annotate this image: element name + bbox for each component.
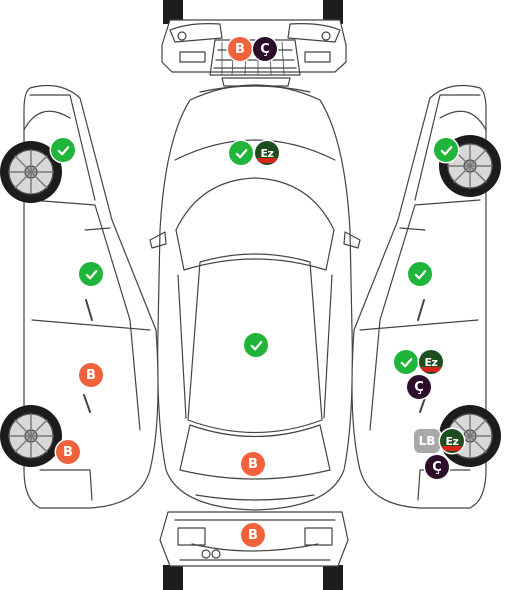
left-side-view <box>0 85 159 509</box>
check-icon <box>250 340 262 350</box>
badge-label: B <box>235 41 245 57</box>
right-front-wheel-ok-badge[interactable] <box>434 138 458 162</box>
top-view <box>149 84 361 511</box>
badge-label: Ç <box>260 41 270 57</box>
badge-label: Ç <box>414 379 424 395</box>
roof-ok-badge[interactable] <box>244 333 268 357</box>
badge-label: Ez <box>445 434 459 448</box>
left-rear-door-b-badge[interactable]: B <box>79 363 103 387</box>
right-front-door-ok-badge[interactable] <box>408 262 432 286</box>
badge-label: B <box>248 456 258 472</box>
check-icon <box>85 269 97 279</box>
badge-label: B <box>63 444 73 460</box>
right-rear-door-ok-badge[interactable] <box>394 350 418 374</box>
front-bumper-b-badge[interactable]: B <box>228 37 252 61</box>
check-icon <box>57 145 69 155</box>
check-icon <box>235 148 247 158</box>
badge-label: Ez <box>260 146 274 160</box>
rear-bumper-b-badge[interactable]: B <box>241 523 265 547</box>
left-front-door-ok-badge[interactable] <box>79 262 103 286</box>
right-rear-door-ez-badge[interactable]: Ez <box>419 350 443 374</box>
right-rear-wheel-lb-badge[interactable]: LB <box>414 429 440 453</box>
check-icon <box>400 357 412 367</box>
badge-label: Ez <box>424 355 438 369</box>
badge-label: LB <box>418 434 436 448</box>
hood-ez-badge[interactable]: Ez <box>255 141 279 165</box>
left-rear-wheel-b-badge[interactable]: B <box>56 440 80 464</box>
check-icon <box>440 145 452 155</box>
badge-label: B <box>248 527 258 543</box>
right-rear-door-c-badge[interactable]: Ç <box>407 375 431 399</box>
badge-label: Ç <box>432 459 442 475</box>
check-icon <box>414 269 426 279</box>
trunk-b-badge[interactable]: B <box>241 452 265 476</box>
hood-ok-badge[interactable] <box>229 141 253 165</box>
front-bumper-c-badge[interactable]: Ç <box>253 37 277 61</box>
left-front-wheel-ok-badge[interactable] <box>51 138 75 162</box>
badge-label: B <box>86 367 96 383</box>
right-rear-wheel-ez-badge[interactable]: Ez <box>440 429 464 453</box>
right-rear-wheel-c-badge[interactable]: Ç <box>425 455 449 479</box>
